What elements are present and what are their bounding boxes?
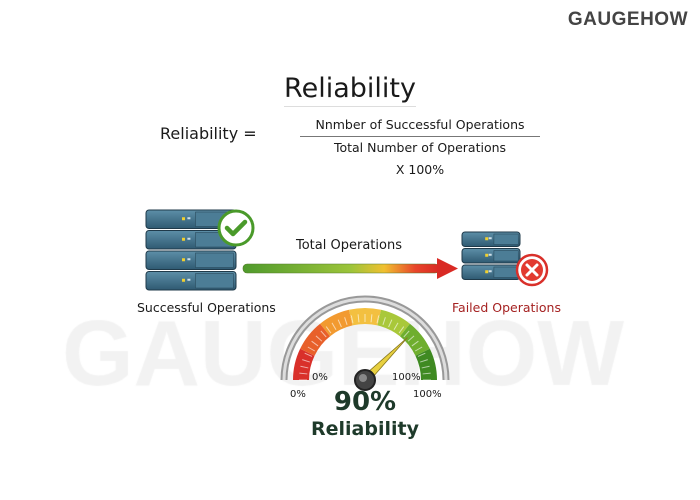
gauge-tick [325, 326, 332, 334]
formula-multiplier: X 100% [395, 162, 445, 177]
gauge-band [300, 323, 331, 356]
gauge-tick [320, 330, 327, 338]
gauge-tick [302, 359, 310, 363]
failed-server-stack-icon [461, 231, 521, 280]
gauge-tick [376, 315, 380, 324]
failed-operations-label: Failed Operations [452, 300, 561, 315]
server-unit [145, 209, 237, 229]
formula-lhs: Reliability = [160, 124, 257, 143]
server-unit [461, 231, 521, 247]
gauge-band [399, 323, 430, 356]
server-unit [145, 250, 237, 270]
gauge-tick [350, 315, 354, 324]
page-title: Reliability [0, 72, 700, 107]
gauge-tick [304, 352, 313, 357]
gauge-outer-max: 100% [413, 389, 442, 400]
gauge-tick [315, 335, 323, 342]
gauge-tick [357, 314, 360, 323]
gauge-tick [393, 322, 399, 331]
gauge-tick [403, 330, 410, 338]
gauge-tick [407, 335, 415, 342]
gauge-tick [398, 326, 405, 334]
formula-numerator: Nnmber of Successful Operations [315, 117, 525, 132]
total-operations-arrow [242, 258, 458, 279]
gauge-tick [388, 319, 393, 328]
gauge-band [293, 348, 315, 381]
check-icon [217, 209, 255, 247]
server-unit [145, 271, 237, 291]
gauge-tick [420, 359, 428, 363]
server-unit [461, 248, 521, 264]
gauge-band [415, 348, 437, 381]
title-text: Reliability [284, 73, 416, 107]
gauge-tick [417, 352, 426, 357]
gauge-tick [311, 340, 319, 347]
reliability-gauge [280, 295, 450, 391]
gauge-band [377, 309, 410, 337]
gauge-tick [411, 340, 419, 347]
brand-logo: GAUGEHOW [567, 9, 688, 30]
fraction-bar [300, 136, 540, 137]
gauge-inner-max: 100% [392, 372, 421, 383]
gauge-outer-min: 0% [290, 389, 306, 400]
gauge-tick [414, 346, 423, 352]
gauge-tick [300, 365, 309, 369]
gauge-tick [299, 372, 308, 375]
gauge-band [320, 309, 353, 337]
gauge-tick [331, 322, 337, 331]
gauge-tick [422, 372, 431, 375]
gauge-tick [344, 317, 348, 325]
server-unit [461, 264, 521, 280]
gauge-tick [337, 319, 342, 328]
gauge-tick [370, 314, 373, 323]
arrow-label: Total Operations [296, 238, 402, 253]
successful-server-stack-icon [145, 209, 237, 291]
gauge-inner-min: 0% [312, 372, 328, 383]
x-icon [515, 253, 549, 287]
gauge-tick [382, 317, 386, 325]
gauge-tick [307, 346, 316, 352]
gauge-tick [421, 365, 430, 369]
gauge-caption: Reliability [311, 418, 419, 440]
successful-operations-label: Successful Operations [137, 300, 276, 315]
gauge-value: 90% [333, 387, 397, 417]
formula-denominator: Total Number of Operations [333, 140, 507, 155]
